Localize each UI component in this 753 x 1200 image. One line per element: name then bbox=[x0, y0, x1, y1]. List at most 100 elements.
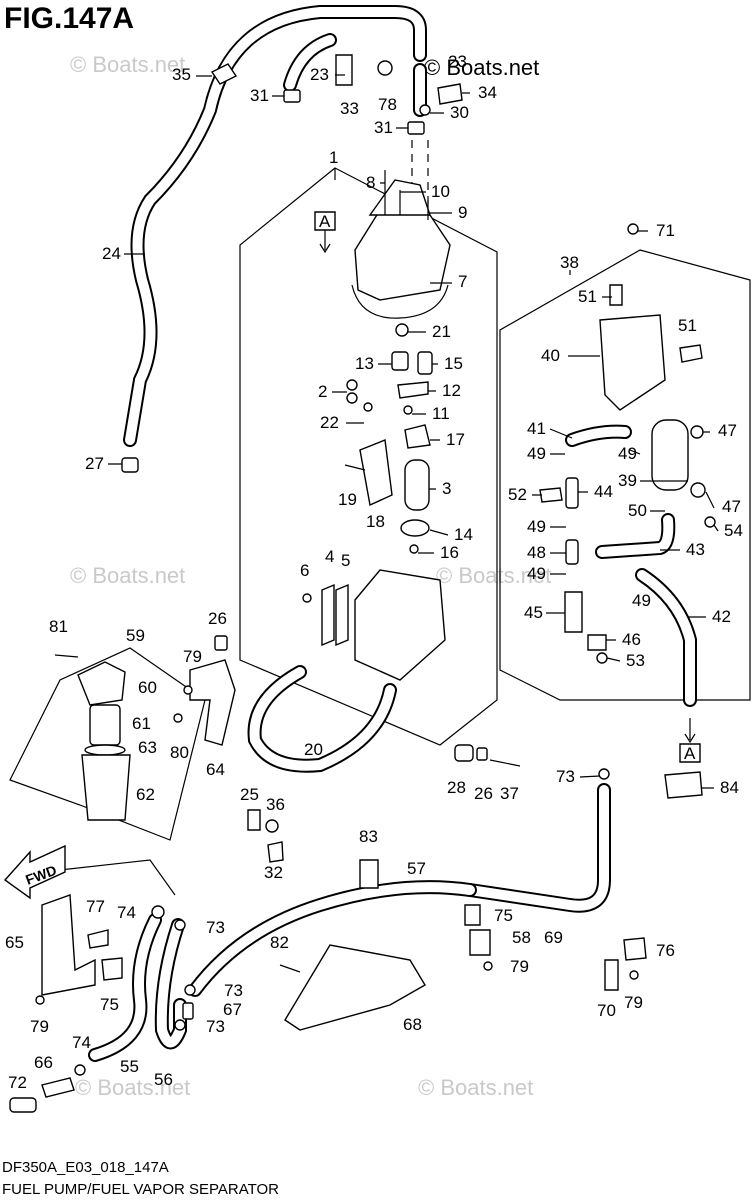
callout-82: 82 bbox=[270, 933, 289, 952]
bracket-64 bbox=[189, 659, 236, 746]
callout-25: 25 bbox=[240, 785, 259, 804]
callout-23: 23 bbox=[448, 52, 467, 71]
joint-67 bbox=[182, 1002, 194, 1020]
callout-55: 55 bbox=[120, 1057, 139, 1076]
clip-36 bbox=[265, 819, 279, 833]
cap-47-bottom bbox=[690, 482, 706, 498]
callout-78: 78 bbox=[378, 95, 397, 114]
callout-62: 62 bbox=[136, 785, 155, 804]
callout-33: 33 bbox=[340, 99, 359, 118]
hose-56-inner bbox=[156, 920, 185, 1048]
callout-76: 76 bbox=[656, 941, 675, 960]
arrow-a-down-2 bbox=[684, 718, 696, 744]
screw-11 bbox=[403, 405, 413, 415]
callout-40: 40 bbox=[541, 346, 560, 365]
callout-57: 57 bbox=[407, 859, 426, 878]
clamp-51-right bbox=[679, 344, 703, 363]
oring-16 bbox=[409, 544, 419, 554]
bolt-71 bbox=[627, 223, 639, 235]
callout-63: 63 bbox=[138, 738, 157, 757]
callout-27: 27 bbox=[85, 454, 104, 473]
clip-30 bbox=[419, 104, 431, 116]
clip-77 bbox=[87, 929, 109, 949]
fuel-pump-3 bbox=[404, 459, 430, 511]
callout-15: 15 bbox=[444, 354, 463, 373]
plug-72 bbox=[9, 1097, 37, 1113]
callout-84: 84 bbox=[720, 778, 739, 797]
callout-34: 34 bbox=[478, 83, 497, 102]
callout-labels: 35 23 23 31 33 78 34 30 31 1 8 10 9 24 7… bbox=[5, 52, 743, 1092]
callout-20: 20 bbox=[304, 740, 323, 759]
cap-27 bbox=[121, 457, 139, 473]
clamp-73-c bbox=[174, 1019, 186, 1031]
callout-73: 73 bbox=[206, 1017, 225, 1036]
callout-77: 77 bbox=[86, 897, 105, 916]
callout-51: 51 bbox=[578, 287, 597, 306]
callout-71: 71 bbox=[656, 221, 675, 240]
hose-42-inner bbox=[637, 570, 695, 705]
cap-47-top bbox=[690, 425, 704, 439]
callout-53: 53 bbox=[626, 651, 645, 670]
arrow-a-down bbox=[319, 230, 331, 254]
callout-31: 31 bbox=[374, 118, 393, 137]
callout-47: 47 bbox=[718, 421, 737, 440]
callout-30: 30 bbox=[450, 103, 469, 122]
screw-6 bbox=[302, 593, 312, 603]
callout-51: 51 bbox=[678, 316, 697, 335]
callout-4: 4 bbox=[325, 547, 334, 566]
callout-74: 74 bbox=[72, 1033, 91, 1052]
fitting-44 bbox=[565, 477, 579, 509]
callout-73: 73 bbox=[556, 767, 575, 786]
callout-12: 12 bbox=[442, 381, 461, 400]
bushing-26-top bbox=[214, 635, 228, 651]
callout-73: 73 bbox=[224, 981, 243, 1000]
hose-20-inner bbox=[249, 667, 395, 771]
callout-21: 21 bbox=[432, 322, 451, 341]
callout-79: 79 bbox=[624, 993, 643, 1012]
bracket-40 bbox=[599, 314, 666, 411]
clamp-74-top bbox=[151, 905, 165, 919]
seal-2b bbox=[346, 392, 358, 404]
clamp-74-bottom bbox=[74, 1064, 86, 1076]
hose-69-inner bbox=[465, 785, 609, 911]
valve-45 bbox=[564, 591, 583, 633]
housing-18 bbox=[359, 439, 393, 507]
callout-69: 69 bbox=[544, 928, 563, 947]
clamp-84 bbox=[664, 771, 703, 799]
callout-5: 5 bbox=[341, 551, 350, 570]
cap-17 bbox=[404, 424, 431, 449]
watermark-faded: © Boats.net bbox=[418, 1075, 533, 1100]
gasket-7 bbox=[351, 284, 449, 319]
bolt-79-bracket bbox=[183, 685, 193, 695]
joint-66 bbox=[41, 1077, 75, 1098]
callout-7: 7 bbox=[458, 272, 467, 291]
callout-58: 58 bbox=[512, 928, 531, 947]
callout-10: 10 bbox=[431, 182, 450, 201]
callout-44: 44 bbox=[594, 482, 613, 501]
callout-83: 83 bbox=[359, 827, 378, 846]
watermark-faded: © Boats.net bbox=[436, 563, 551, 588]
callout-22: 22 bbox=[320, 413, 339, 432]
callout-43: 43 bbox=[686, 540, 705, 559]
callout-45: 45 bbox=[524, 603, 543, 622]
footer-caption: FUEL PUMP/FUEL VAPOR SEPARATOR bbox=[2, 1181, 279, 1198]
callout-6: 6 bbox=[300, 561, 309, 580]
bracket-65 bbox=[41, 894, 96, 996]
seal-14 bbox=[400, 519, 430, 537]
callout-16: 16 bbox=[440, 543, 459, 562]
callout-23: 23 bbox=[310, 65, 329, 84]
clamp-32 bbox=[267, 841, 284, 863]
clip-34 bbox=[437, 83, 463, 105]
callout-32: 32 bbox=[264, 863, 283, 882]
watermark-faded: © Boats.net bbox=[70, 563, 185, 588]
bracket-46 bbox=[587, 634, 607, 651]
callout-64: 64 bbox=[206, 760, 225, 779]
bolt-37 bbox=[489, 759, 521, 767]
callout-60: 60 bbox=[138, 678, 157, 697]
callout-19: 19 bbox=[338, 490, 357, 509]
watermark-top: © Boats.net bbox=[424, 55, 539, 80]
section-marker-a-top bbox=[314, 211, 336, 231]
bracket-33 bbox=[335, 54, 353, 86]
fuel-hose-24-inner bbox=[125, 6, 425, 445]
clip-76 bbox=[623, 937, 647, 961]
